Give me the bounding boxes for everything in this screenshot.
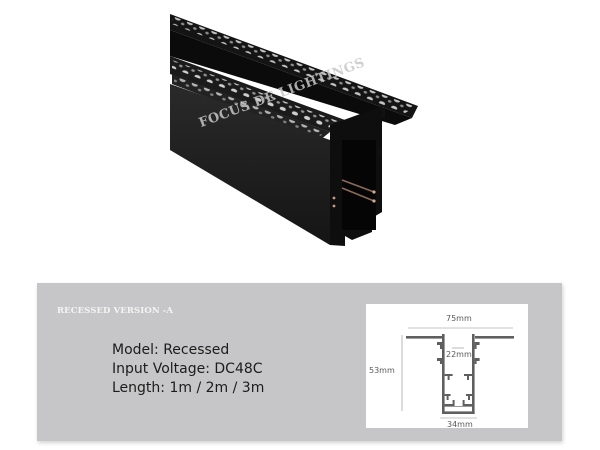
dim-inner-opening: 22mm <box>446 350 472 359</box>
product-photo: FOCUS DE LIGHTINGS <box>170 14 418 246</box>
spec-length: Length: 1m / 2m / 3m <box>112 380 265 396</box>
spec-input-voltage: Input Voltage: DC48C <box>112 361 263 377</box>
version-label: RECESSED VERSION -A <box>57 306 174 316</box>
track-profile-illustration <box>170 14 418 246</box>
profile-cross-section-drawing: 75mm 53mm 22mm <box>369 314 514 428</box>
dim-width-bottom: 34mm <box>447 420 473 428</box>
spec-panel: RECESSED VERSION -A Model: Recessed Inpu… <box>37 283 562 441</box>
spec-model: Model: Recessed <box>112 342 230 358</box>
spec-list: Model: Recessed Input Voltage: DC48C Len… <box>112 341 264 398</box>
dim-height: 53mm <box>369 366 395 375</box>
dim-width-top: 75mm <box>446 314 472 323</box>
cross-section-diagram: 75mm 53mm 22mm <box>366 304 528 428</box>
